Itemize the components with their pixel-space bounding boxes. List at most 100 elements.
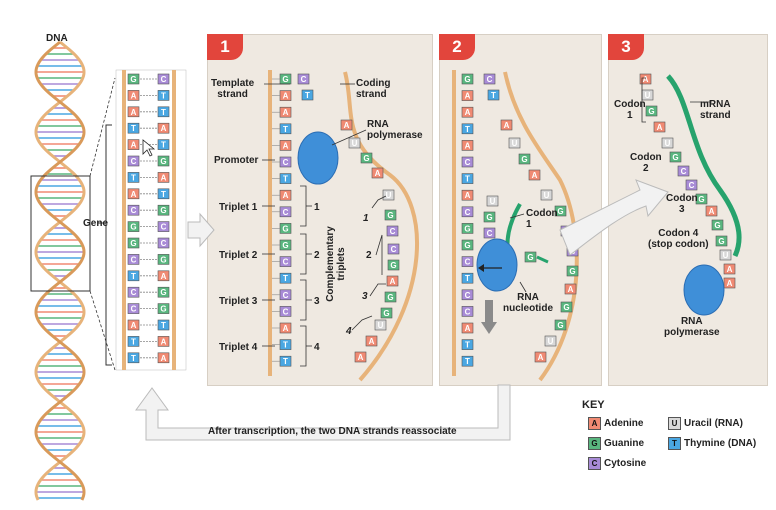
p1-template-base: T — [279, 339, 292, 350]
p2-rna-polymerase — [476, 238, 518, 292]
p1-template-base: C — [279, 289, 292, 301]
p3-mrna-base: G — [645, 105, 658, 117]
svg-text:U: U — [665, 139, 671, 148]
svg-text:C: C — [391, 245, 397, 254]
p3-mrna-base: A — [723, 277, 736, 289]
p2-template-base: C — [461, 306, 474, 317]
svg-text:T: T — [131, 173, 136, 182]
p1-rna-base: G — [384, 209, 397, 221]
gene-template-base: A — [127, 90, 140, 101]
svg-text:U: U — [723, 251, 729, 260]
dna-zoom-box — [30, 175, 91, 292]
gene-coding-base: A — [157, 336, 170, 347]
svg-text:U: U — [548, 337, 554, 346]
p1-rna-base: G — [360, 152, 373, 164]
svg-text:T: T — [465, 175, 470, 184]
gene-coding-base: A — [157, 172, 170, 183]
thymine-swatch: T — [668, 437, 681, 450]
svg-text:A: A — [657, 123, 663, 132]
svg-text:C: C — [465, 208, 471, 217]
reassociate-caption: After transcription, the two DNA strands… — [208, 426, 457, 437]
p3-mrna-base: G — [669, 151, 682, 163]
p2-mrna-base: U — [486, 195, 499, 207]
svg-text:G: G — [160, 206, 166, 215]
gene-template-base: G — [127, 221, 140, 232]
p1-template-backbone — [268, 70, 272, 376]
p2-mrna-base: G — [483, 211, 496, 223]
svg-text:U: U — [645, 91, 651, 100]
svg-text:C: C — [487, 229, 493, 238]
svg-text:C: C — [465, 158, 471, 167]
gene-coding-base: G — [157, 204, 170, 216]
p1-template-base: G — [279, 239, 292, 251]
svg-text:C: C — [283, 307, 289, 316]
svg-text:A: A — [465, 92, 471, 101]
p1-rna-base: U — [348, 137, 361, 149]
p1-polymerase-leader — [331, 129, 367, 146]
p2-arrow-head — [478, 264, 484, 272]
svg-text:T: T — [131, 124, 136, 133]
svg-text:A: A — [131, 141, 137, 150]
p1-template-base: T — [279, 173, 292, 184]
svg-text:T: T — [161, 91, 166, 100]
svg-text:T: T — [465, 274, 470, 283]
p2-template-base: G — [461, 73, 474, 85]
gene-template-base: C — [127, 286, 140, 298]
p1-rna-base: A — [365, 335, 378, 347]
svg-text:T: T — [283, 274, 288, 283]
gene-template-base: G — [127, 73, 140, 85]
svg-text:U: U — [378, 321, 384, 330]
p3-codon1-bracket — [641, 77, 646, 123]
svg-text:C: C — [131, 288, 137, 297]
key-thymine-label: Thymine (DNA) — [684, 438, 757, 450]
svg-text:U: U — [386, 191, 392, 200]
p1-comp-bracket — [375, 234, 383, 275]
gene-coding-base: T — [157, 188, 170, 200]
gene-template-base: C — [127, 303, 140, 314]
gene-template-base: C — [127, 254, 140, 265]
codon-1-label-panel3: Codon 1 — [614, 99, 646, 121]
gene-coding-base: T — [157, 319, 170, 331]
panel-3-badge: 3 — [608, 34, 644, 60]
p2-rna-base: U — [508, 137, 521, 149]
svg-text:T: T — [283, 341, 288, 350]
p3-mrna-strand — [666, 74, 742, 258]
svg-text:G: G — [557, 321, 563, 330]
svg-text:G: G — [387, 293, 393, 302]
p2-template-base: T — [461, 173, 474, 184]
p1-rna-base: A — [371, 167, 384, 179]
p3-mrna-base: G — [715, 235, 728, 247]
p2-mrna-base: C — [483, 227, 496, 239]
svg-text:G: G — [282, 241, 288, 250]
svg-text:C: C — [131, 157, 137, 166]
p1-coding-backbone — [343, 71, 420, 382]
rna-polymerase-label: RNA polymerase — [367, 119, 423, 141]
p2-coding-base: C — [483, 73, 496, 85]
svg-text:U: U — [352, 139, 358, 148]
svg-text:T: T — [465, 125, 470, 134]
p2-rna-base: G — [518, 153, 531, 165]
svg-text:C: C — [161, 75, 167, 84]
p1-template-base: A — [279, 140, 292, 151]
svg-text:G: G — [130, 75, 136, 84]
complementary-triplets-label: Complementary triplets — [325, 226, 347, 302]
p2-rna-base: G — [554, 319, 567, 331]
svg-text:G: G — [130, 223, 136, 232]
p1-template-base: T — [279, 355, 292, 367]
svg-text:G: G — [387, 211, 393, 220]
svg-text:A: A — [161, 173, 167, 182]
gene-template-base: T — [127, 336, 140, 347]
p2-template-backbone — [452, 70, 456, 376]
p1-comp-bracket — [371, 195, 387, 209]
zoom-line-bottom — [89, 290, 116, 371]
gene-backbone-right — [172, 70, 176, 370]
gene-coding-base: C — [157, 221, 170, 232]
svg-text:C: C — [283, 291, 289, 300]
p1-template-base: A — [279, 322, 292, 334]
svg-text:A: A — [465, 191, 471, 200]
gene-coding-base: T — [157, 90, 170, 101]
triplet-2-number: 2 — [314, 250, 320, 261]
svg-text:T: T — [131, 354, 136, 363]
svg-text:A: A — [465, 324, 471, 333]
p2-rna-base: U — [544, 335, 557, 347]
